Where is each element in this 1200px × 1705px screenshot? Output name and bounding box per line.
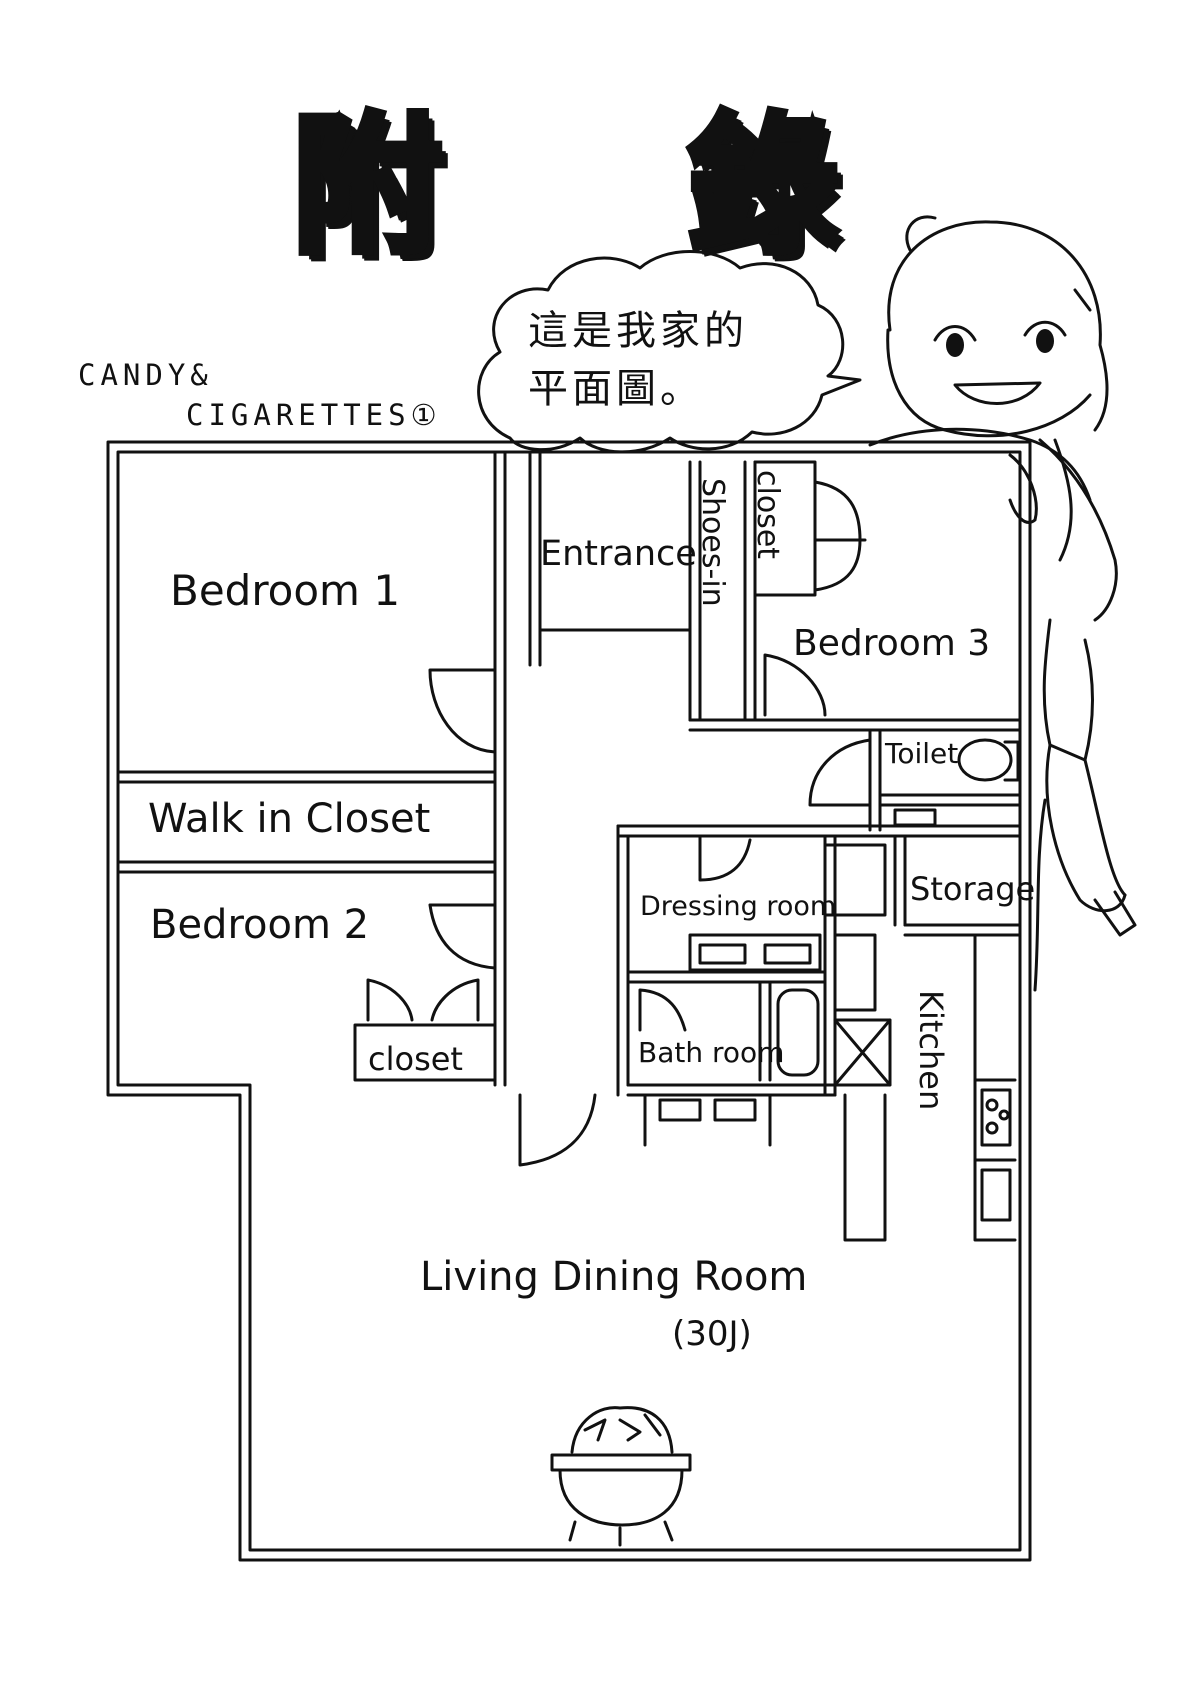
speech-line-1: 這是我家的 [528, 308, 748, 354]
walk-in-closet-label: Walk in Closet [148, 796, 430, 842]
bath-room-label: Bath room [638, 1036, 784, 1069]
living-dining-room-label: Living Dining Room [420, 1254, 807, 1300]
shoes-in-label: Shoes-in [695, 478, 730, 607]
entrance-label: Entrance [540, 534, 697, 574]
series-line-1: CANDY& [78, 358, 213, 392]
title-left-char: 附 [288, 100, 445, 274]
speech-bubble-shape [477, 250, 862, 454]
girl-illustration [868, 215, 1137, 992]
kitchen-label: Kitchen [912, 990, 950, 1110]
speech-line-2: 平面圖。 [528, 366, 704, 412]
toilet-label: Toilet [884, 737, 958, 770]
bedroom-2-label: Bedroom 2 [150, 902, 369, 948]
floor-plan-walls [106, 440, 1032, 1562]
series-label: CANDY& CIGARETTES① [78, 355, 442, 435]
closet-bedroom-3-label: closet [750, 470, 785, 559]
title-right-char: 錄 [684, 100, 841, 274]
speech-bubble-text: 這是我家的 平面圖。 [528, 302, 798, 418]
bedroom-1-label: Bedroom 1 [170, 566, 400, 615]
series-line-2: CIGARETTES① [186, 398, 442, 432]
living-size-label: (30J) [672, 1314, 752, 1354]
cauldron-icon [550, 1406, 692, 1547]
bedroom-3-label: Bedroom 3 [793, 623, 990, 664]
closet-bedroom-2-label: closet [368, 1040, 463, 1078]
dressing-room-label: Dressing room [640, 891, 836, 922]
storage-label: Storage [910, 870, 1035, 908]
